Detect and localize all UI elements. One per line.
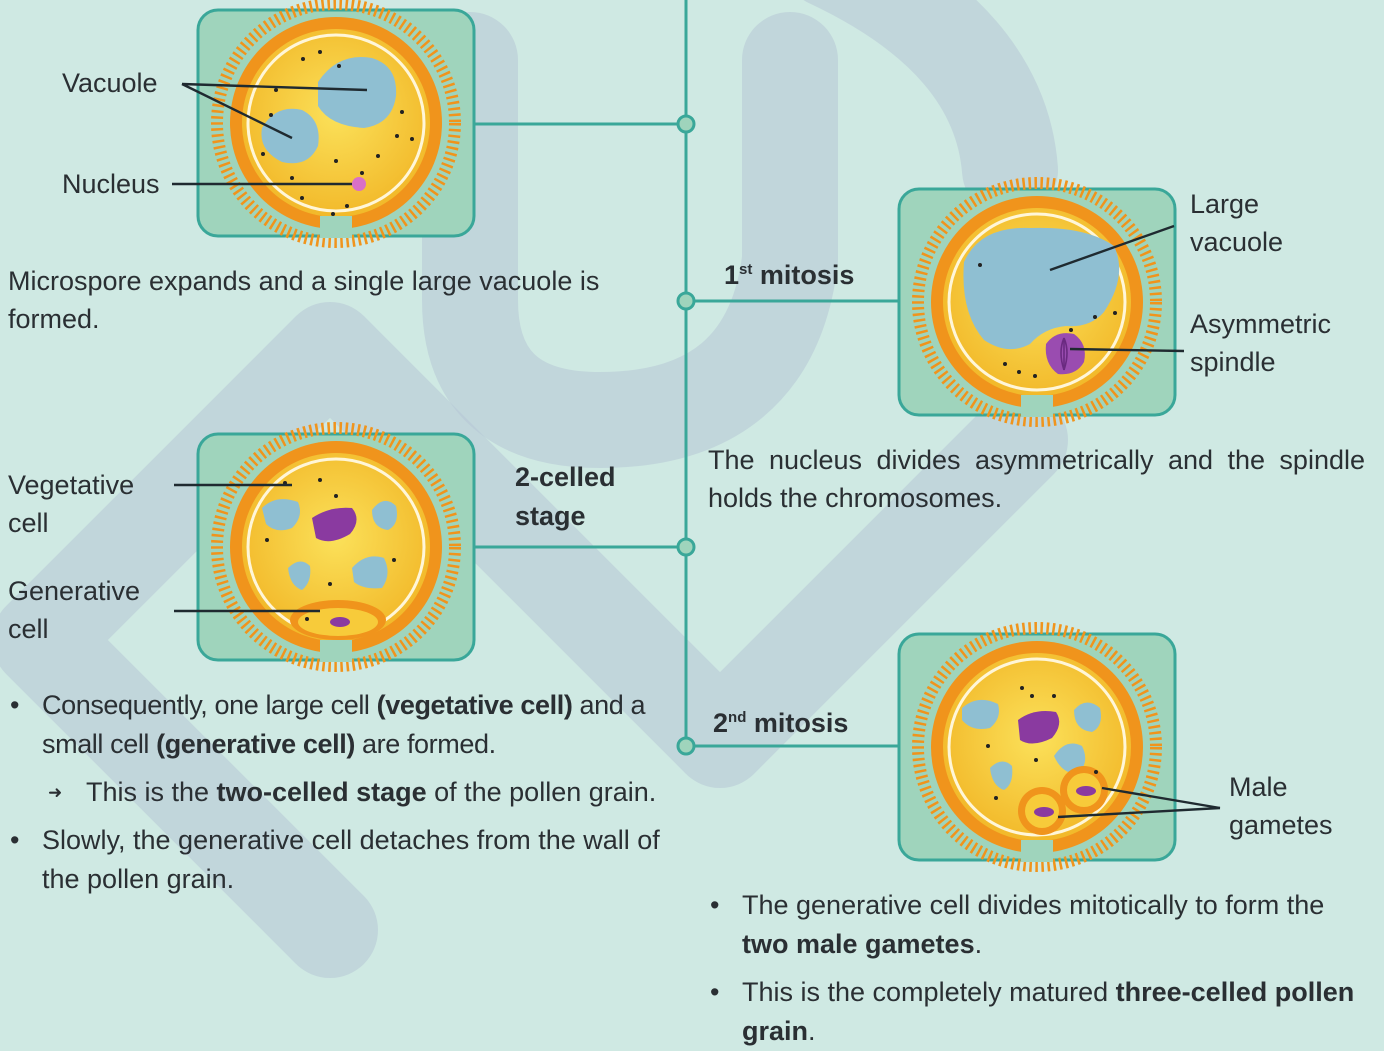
list-item: Consequently, one large cell (vegetative… <box>6 686 666 764</box>
list-item: The generative cell divides mitotically … <box>706 886 1366 964</box>
nucleus-shape <box>352 177 366 191</box>
step-second-mitosis: 2nd mitosis <box>713 704 848 742</box>
panel-microspore <box>198 4 474 242</box>
panel-two-celled <box>198 428 474 666</box>
timeline-node <box>678 293 694 309</box>
label-vacuole: Vacuole <box>62 64 158 102</box>
list-item: Slowly, the generative cell detaches fro… <box>6 821 666 899</box>
timeline-node <box>678 539 694 555</box>
stage2-description: The nucleus divides asymmetrically and t… <box>708 441 1365 517</box>
list-subitem: This is the two-celled stage of the poll… <box>6 773 666 812</box>
stage3-bullets: Consequently, one large cell (vegetative… <box>6 686 666 899</box>
stage1-description: Microspore expands and a single large va… <box>8 262 673 338</box>
step-first-mitosis: 1st mitosis <box>724 256 854 294</box>
list-item: This is the completely matured three-cel… <box>706 973 1366 1051</box>
timeline-node <box>678 738 694 754</box>
label-nucleus: Nucleus <box>62 165 160 203</box>
panel-second-mitosis <box>899 628 1175 866</box>
panel-first-mitosis <box>899 183 1175 421</box>
timeline-node <box>678 116 694 132</box>
stage4-bullets: The generative cell divides mitotically … <box>706 886 1366 1051</box>
